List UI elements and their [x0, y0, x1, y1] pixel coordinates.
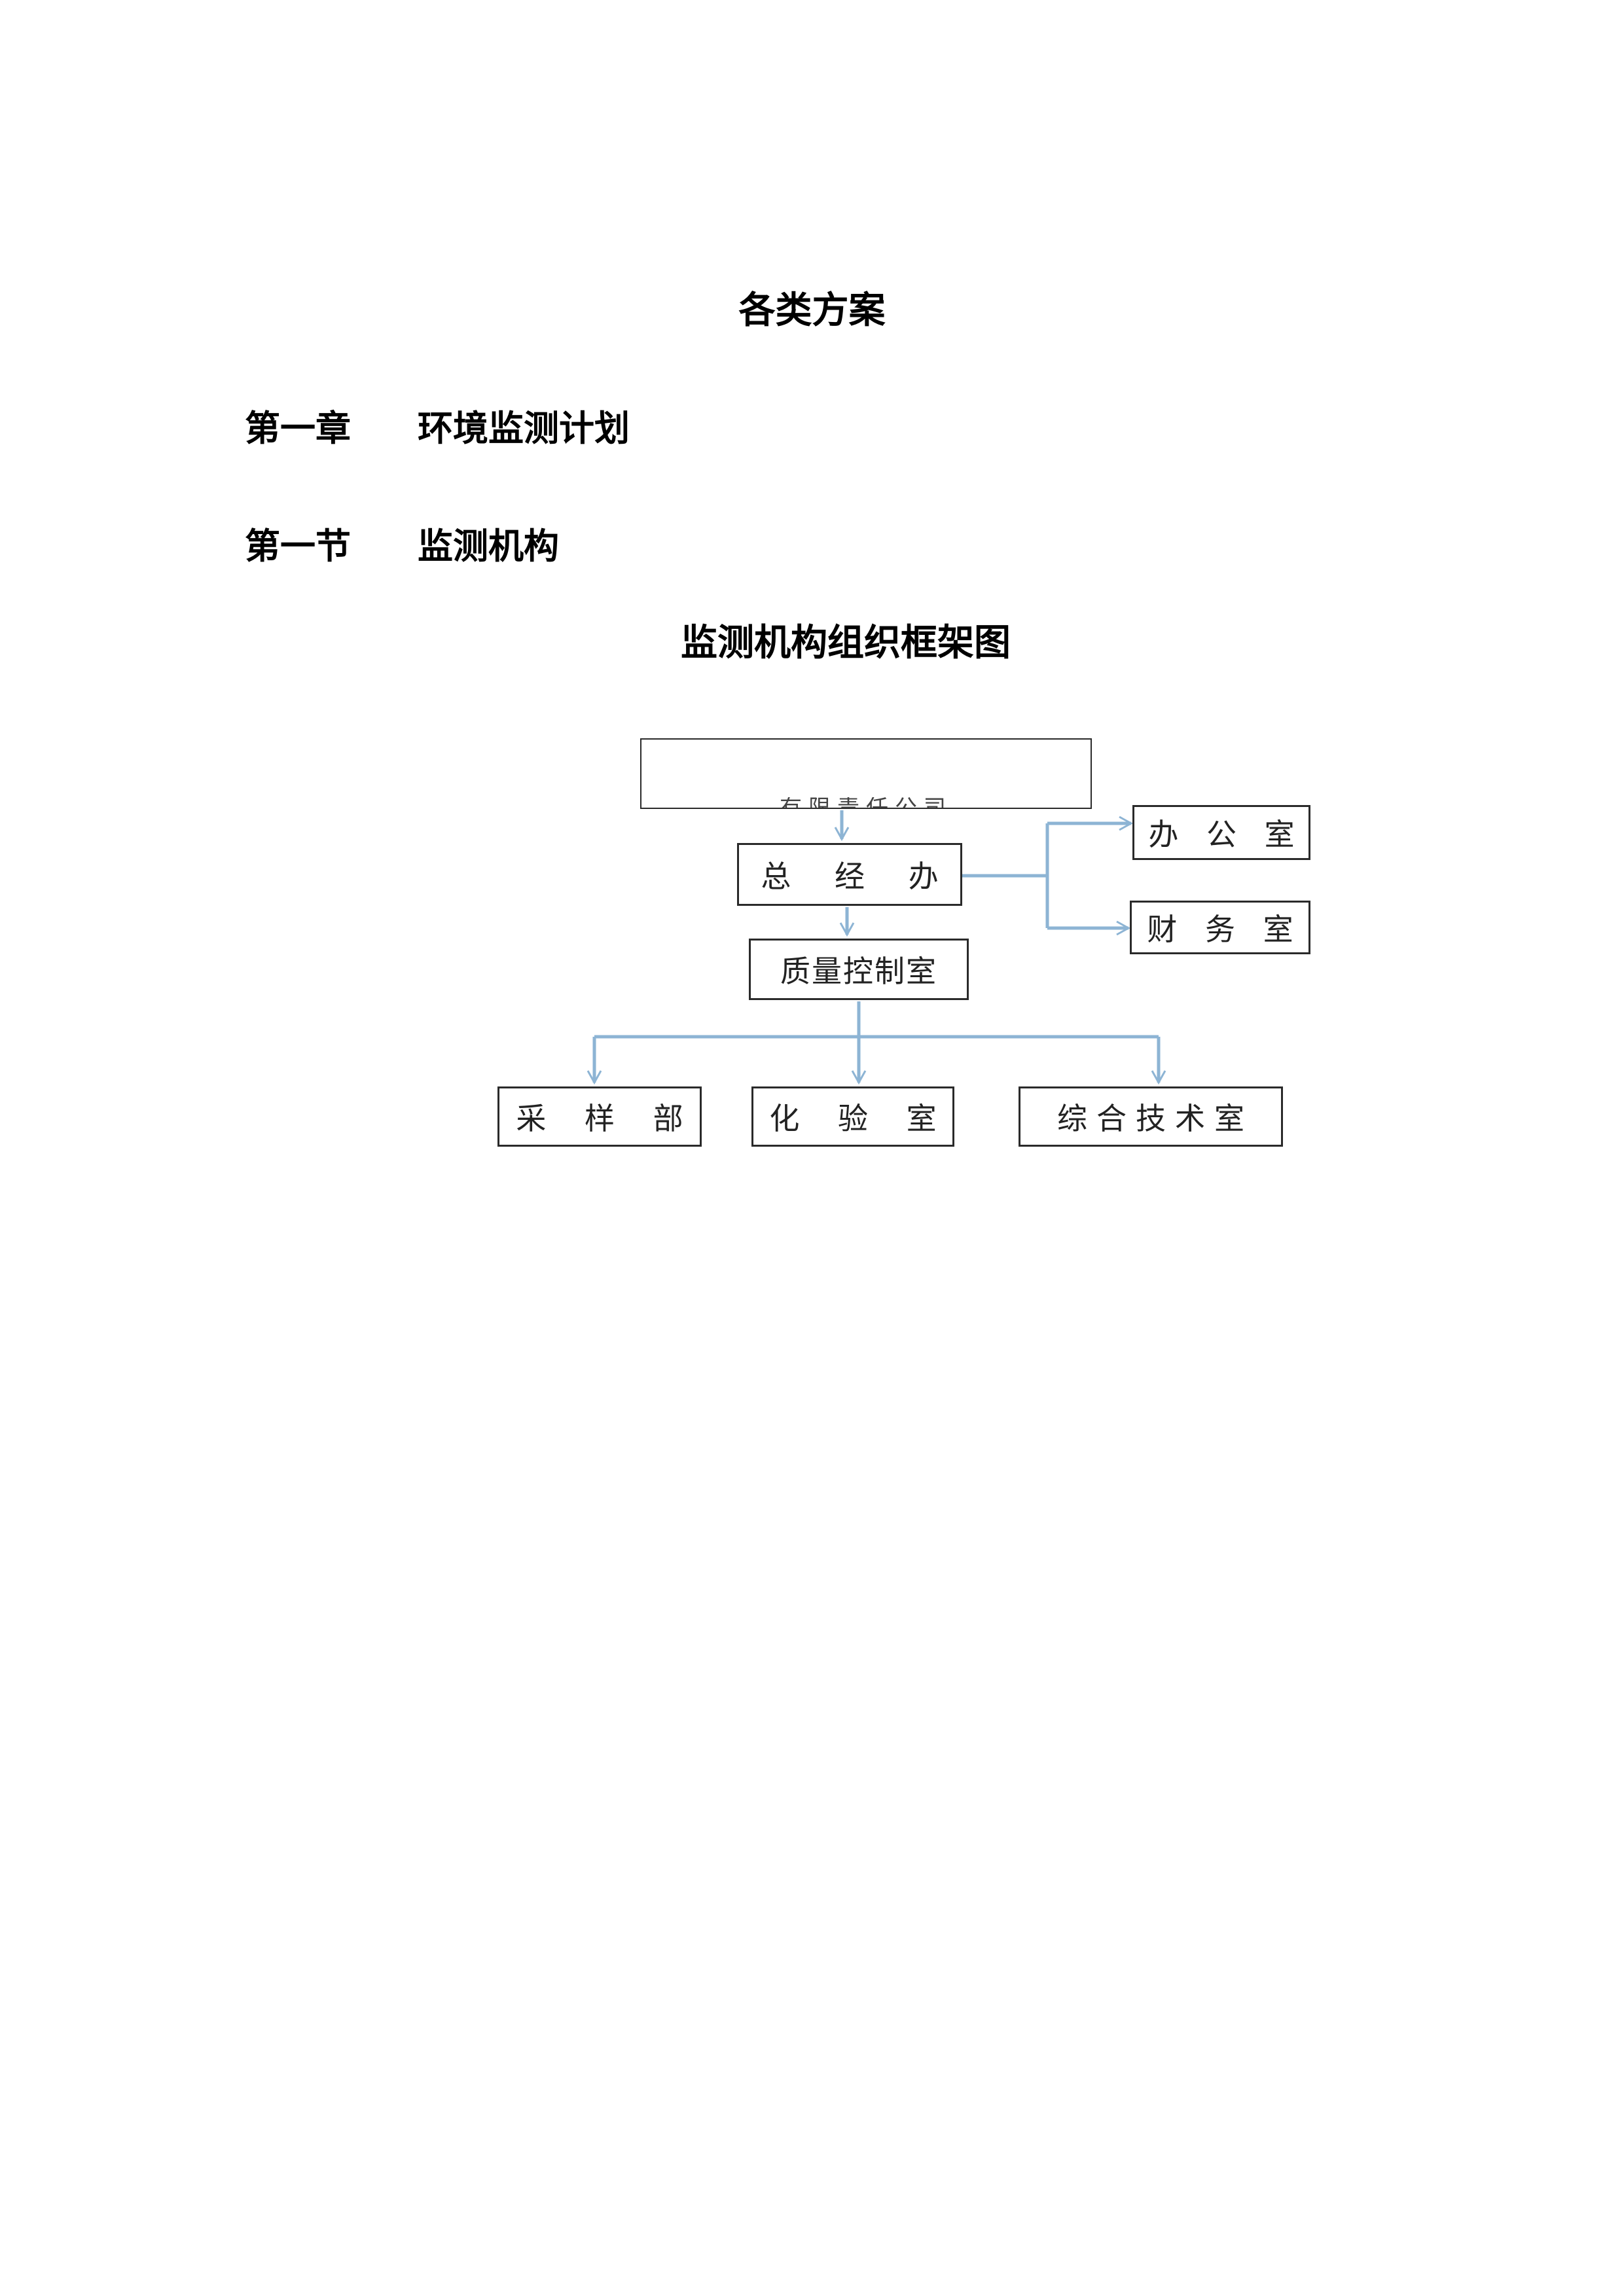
lab-box: 化 验 室	[751, 1086, 954, 1147]
chapter-number: 第一章	[245, 407, 351, 449]
quality-control-box: 质量控制室	[749, 939, 969, 1000]
company-box: 有限责任公司	[640, 738, 1092, 809]
finance-box: 财 务 室	[1130, 901, 1310, 954]
section-title: 监测机构	[418, 525, 559, 567]
section-number: 第一节	[245, 525, 351, 567]
office-box: 办 公 室	[1132, 805, 1310, 860]
company-box-label: 有限责任公司	[780, 797, 952, 808]
chapter-heading: 第一章 环境监测计划	[245, 403, 630, 453]
technical-box: 综合技术室	[1019, 1086, 1283, 1147]
general-office-box: 总 经 办	[737, 843, 962, 906]
document-title: 各类方案	[738, 289, 886, 332]
figure-title: 监测机构组织框架图	[681, 621, 1011, 664]
sampling-box: 采 样 部	[497, 1086, 702, 1147]
chapter-title: 环境监测计划	[418, 407, 630, 449]
section-heading: 第一节 监测机构	[245, 521, 559, 571]
